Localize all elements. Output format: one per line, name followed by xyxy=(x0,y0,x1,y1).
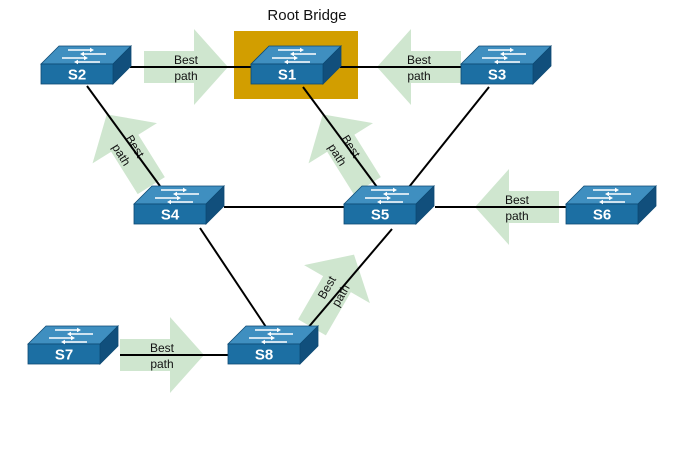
switch-arrows-icon xyxy=(272,47,316,65)
switch-arrows-icon xyxy=(249,327,293,345)
switch-label-s1: S1 xyxy=(278,67,296,84)
best-path-label-line1: Best xyxy=(174,53,199,67)
switch-label-s4: S4 xyxy=(161,207,180,224)
arrow-shape xyxy=(92,114,165,195)
arrow-shape xyxy=(308,114,381,195)
best-path-label-line1: Best xyxy=(505,193,530,207)
switch-arrows-icon xyxy=(62,47,106,65)
switch-arrows-icon xyxy=(49,327,93,345)
switch-arrows-icon xyxy=(587,187,631,205)
switch-s3[interactable]: S3 xyxy=(460,45,552,85)
switch-label-s8: S8 xyxy=(255,347,273,364)
switch-s6[interactable]: S6 xyxy=(565,185,657,225)
link-s4-s8 xyxy=(199,227,273,337)
switch-label-s7: S7 xyxy=(55,347,73,364)
best-path-label-line2: path xyxy=(505,209,528,223)
best-path-label-line1: Best xyxy=(150,341,175,355)
best-path-label-line2: path xyxy=(150,357,173,371)
network-links xyxy=(86,66,567,356)
link-s1-s5 xyxy=(302,86,378,188)
best-path-label-line1: Best xyxy=(407,53,432,67)
link-s2-s4 xyxy=(86,85,161,187)
root-bridge-title: Root Bridge xyxy=(267,7,346,24)
best-path-label-line2: path xyxy=(174,69,197,83)
switch-s4[interactable]: S4 xyxy=(133,185,225,225)
switch-s2[interactable]: S2 xyxy=(40,45,132,85)
switch-label-s6: S6 xyxy=(593,207,611,224)
switch-s7[interactable]: S7 xyxy=(27,325,119,365)
switch-arrows-icon xyxy=(155,187,199,205)
switch-arrows-icon xyxy=(482,47,526,65)
switch-label-s3: S3 xyxy=(488,67,506,84)
switch-s1[interactable]: S1 xyxy=(250,45,342,85)
switch-s5[interactable]: S5 xyxy=(343,185,435,225)
switch-label-s2: S2 xyxy=(68,67,86,84)
best-path-label-line2: path xyxy=(407,69,430,83)
switch-s8[interactable]: S8 xyxy=(227,325,319,365)
switch-arrows-icon xyxy=(365,187,409,205)
link-s3-s5 xyxy=(408,86,490,188)
link-s5-s8 xyxy=(300,228,393,337)
switch-label-s5: S5 xyxy=(371,207,389,224)
